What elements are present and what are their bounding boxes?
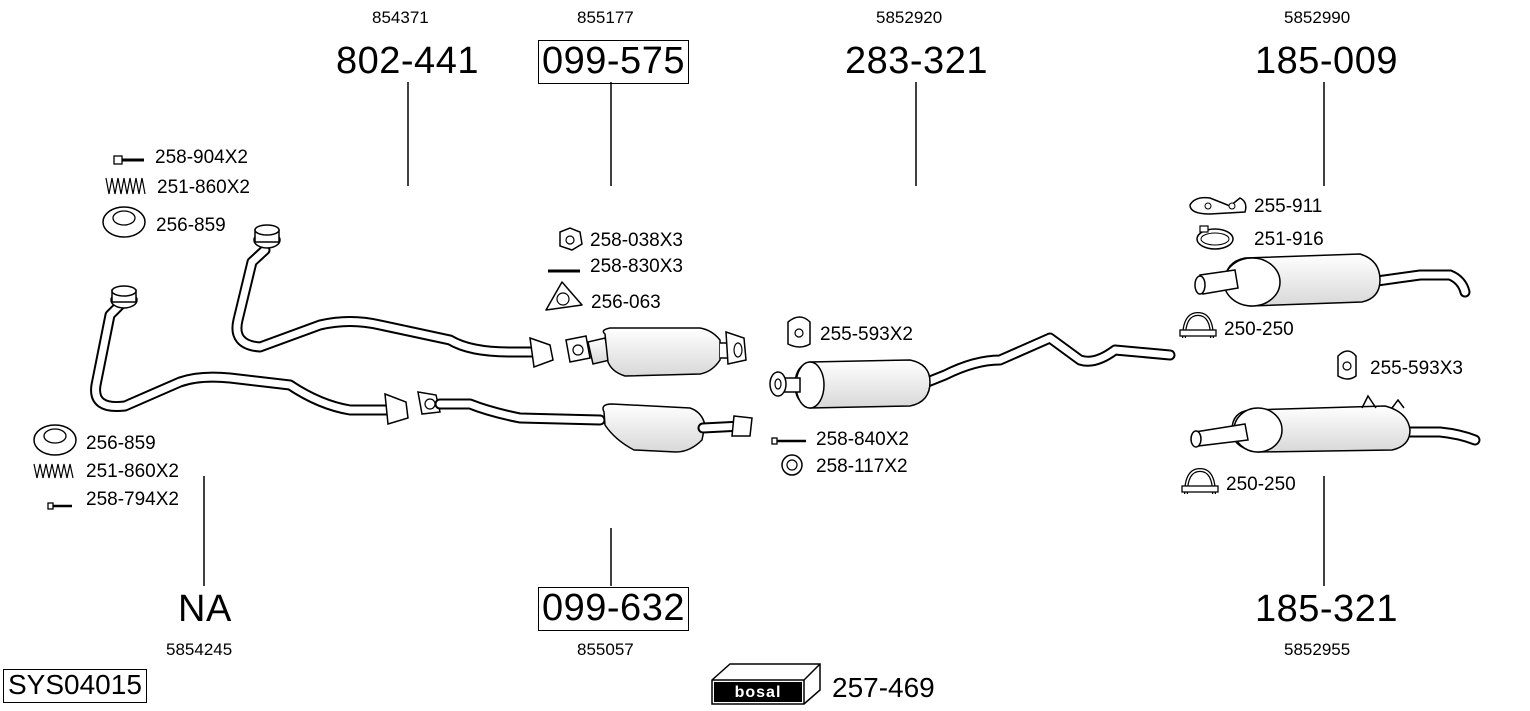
bolt-icon: [771, 437, 806, 445]
leader-lines: [203, 82, 1325, 586]
fitting-label-250-250-top[interactable]: 250-250: [1224, 319, 1294, 340]
fitting-label-258-038x3[interactable]: 258-038X3: [590, 230, 683, 251]
fitting-label-258-840x2[interactable]: 258-840X2: [816, 429, 909, 450]
fitting-label-256-063[interactable]: 256-063: [591, 292, 661, 313]
fitting-label-255-911[interactable]: 255-911: [1254, 196, 1323, 217]
ref-number-5854245: 5854245: [166, 640, 233, 659]
center-muffler-283-321: [769, 332, 1176, 409]
part-number-185-009[interactable]: 185-009: [1255, 40, 1398, 82]
ref-number-5852955: 5852955: [1284, 640, 1351, 659]
rear-muffler-185-321: [1190, 394, 1481, 453]
fitting-label-255-593x2[interactable]: 255-593X2: [820, 324, 913, 345]
bolt-icon: [113, 155, 144, 165]
fitting-label-255-593x3[interactable]: 255-593X3: [1370, 358, 1463, 379]
gasket-ring-icon: [33, 424, 77, 456]
fitting-label-251-860x2[interactable]: 251-860X2: [157, 177, 250, 198]
front-pipe-na: [90, 285, 409, 425]
catalyst-099-632: [417, 391, 753, 453]
fitting-label-250-250-bottom[interactable]: 250-250: [1226, 474, 1296, 495]
ref-number-855177: 855177: [577, 8, 634, 27]
fitting-label-258-904x2[interactable]: 258-904X2: [155, 147, 248, 168]
rubber-mount-icon: [1337, 350, 1357, 380]
fitting-label-256-859-bottom[interactable]: 256-859: [86, 433, 156, 454]
mounting-kit-box-icon: bosal: [711, 663, 821, 705]
catalyst-099-575: [565, 327, 747, 377]
front-pipe-802-441: [231, 224, 554, 369]
u-clamp-icon: [1179, 311, 1217, 339]
ref-number-5852920: 5852920: [876, 8, 943, 27]
system-code: SYS04015: [3, 669, 147, 703]
rear-muffler-185-009: [1194, 253, 1471, 307]
part-number-185-321[interactable]: 185-321: [1255, 588, 1398, 630]
spring-icon: [33, 463, 74, 479]
fitting-label-251-916[interactable]: 251-916: [1254, 229, 1324, 250]
part-number-na[interactable]: NA: [178, 588, 232, 630]
bracket-icon: [1189, 196, 1247, 215]
part-number-099-575[interactable]: 099-575: [538, 40, 689, 84]
triangle-gasket-icon: [545, 281, 583, 311]
fitting-label-258-794x2[interactable]: 258-794X2: [86, 489, 179, 510]
u-clamp-icon: [1181, 467, 1219, 495]
ref-number-854371: 854371: [372, 8, 429, 27]
ref-number-5852990: 5852990: [1284, 8, 1351, 27]
part-number-099-632[interactable]: 099-632: [538, 587, 689, 631]
spring-icon: [105, 177, 146, 195]
gasket-ring-icon: [102, 206, 146, 238]
mounting-kit-part-number[interactable]: 257-469: [832, 672, 935, 703]
fitting-label-256-859[interactable]: 256-859: [156, 215, 226, 236]
fitting-label-258-830x3[interactable]: 258-830X3: [590, 256, 683, 277]
bolt-icon: [47, 502, 72, 510]
rubber-mount-icon: [787, 316, 811, 348]
part-number-802-441[interactable]: 802-441: [336, 40, 479, 82]
hose-clamp-icon: [1196, 225, 1234, 250]
fitting-label-258-117x2[interactable]: 258-117X2: [816, 456, 908, 477]
part-number-283-321[interactable]: 283-321: [845, 40, 988, 82]
ref-number-855057: 855057: [577, 640, 634, 659]
hex-nut-icon: [559, 227, 583, 251]
fitting-label-251-860x2-bottom[interactable]: 251-860X2: [86, 461, 179, 482]
bosal-logo: bosal: [735, 684, 782, 701]
washer-icon: [781, 454, 803, 476]
